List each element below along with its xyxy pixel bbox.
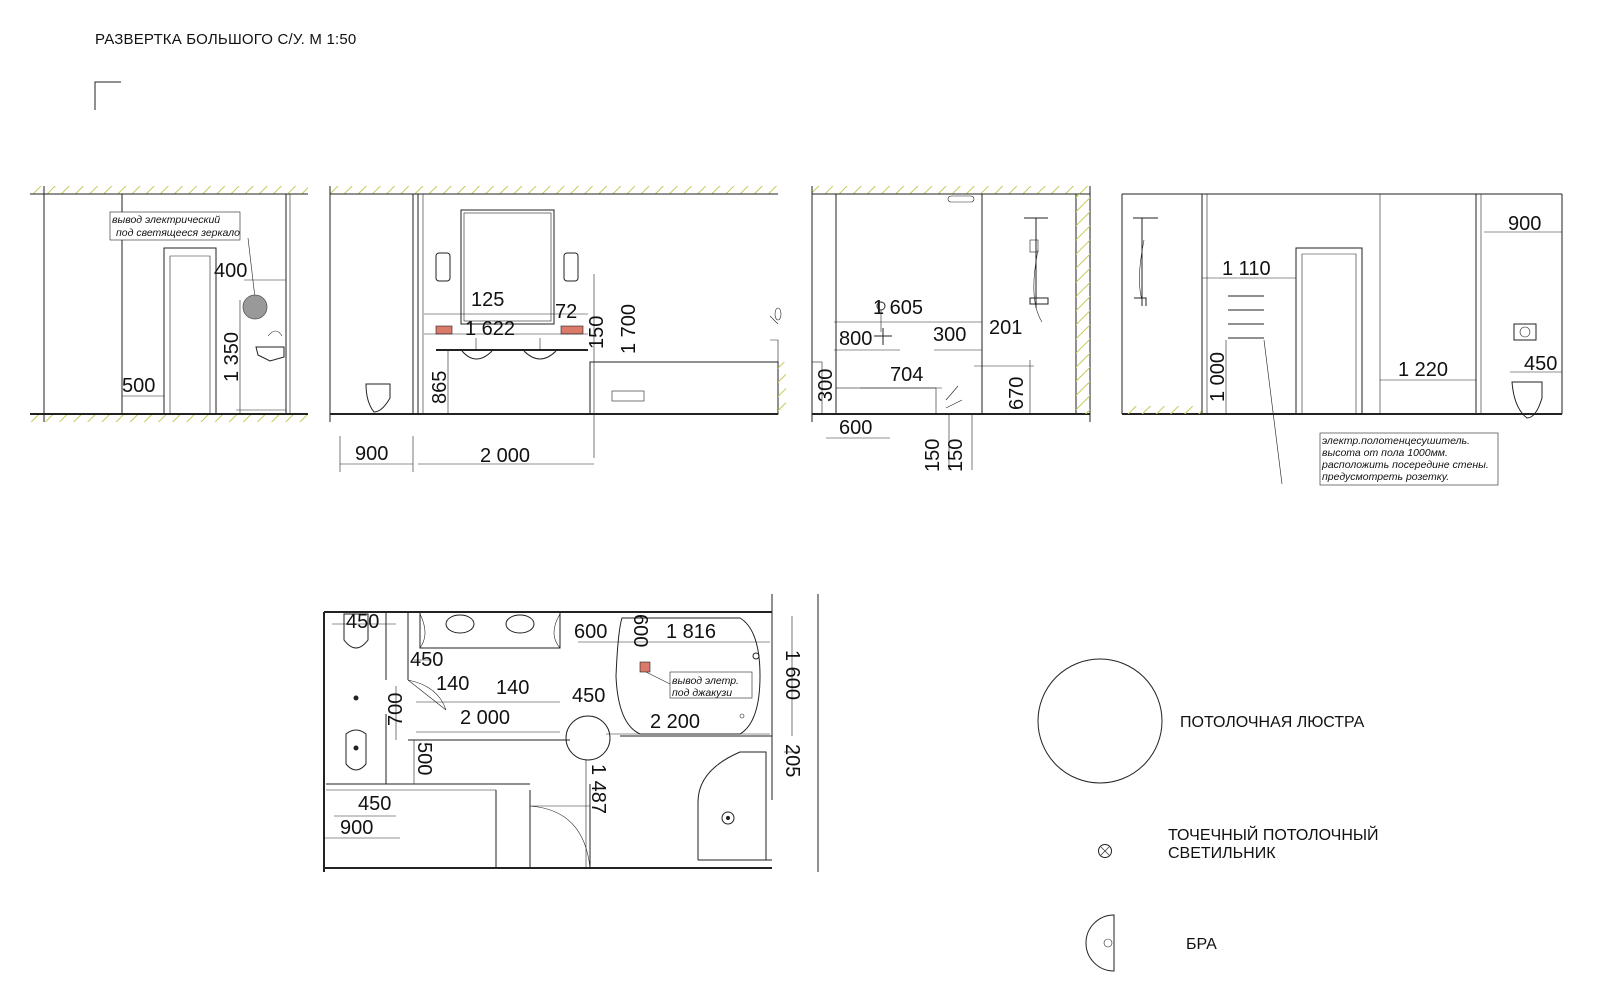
elevation-4: 900 1 110 1 000 1 220 450 электр.полотен… — [1121, 193, 1563, 486]
elevation4-note-line1: электр.полотенцесушитель. — [1322, 435, 1470, 447]
plan-note-line2: под джакузи — [672, 687, 732, 699]
elevation3-dim-670: 670 — [1006, 377, 1028, 410]
elevation3-dim-704: 704 — [890, 364, 923, 386]
plan-dim-450c: 450 — [572, 685, 605, 707]
flush-button-icon — [1513, 323, 1537, 341]
shower-tray-plan — [697, 751, 767, 860]
floor-plan: вывод элетр. под джакузи 450 450 140 140… — [323, 594, 819, 872]
plan-dim-450d: 450 — [358, 793, 391, 815]
elevation3-dim-800: 800 — [839, 328, 872, 350]
plan-dim-900: 900 — [340, 817, 373, 839]
legend-spot-label-line2: СВЕТИЛЬНИК — [1168, 845, 1276, 862]
elevation2-dim-865: 865 — [429, 371, 451, 404]
plan-dim-450a: 450 — [346, 611, 379, 633]
plan-dim-140b: 140 — [496, 677, 529, 699]
plan-dim-2000: 2 000 — [460, 707, 510, 729]
legend: ПОТОЛОЧНАЯ ЛЮСТРА ТОЧЕЧНЫЙ ПОТОЛОЧНЫЙ СВ… — [1037, 658, 1379, 972]
plan-dim-2200: 2 200 — [650, 711, 700, 733]
elevation2-dim-150: 150 — [586, 316, 608, 349]
elevation3-dim-600: 600 — [839, 417, 872, 439]
plan-dim-1600: 1 600 — [781, 650, 803, 700]
legend-sconce-label: БРА — [1186, 936, 1217, 953]
sconce-right-icon — [563, 252, 579, 282]
elevation2-dim-125: 125 — [471, 289, 504, 311]
toilet-plan-icon — [345, 729, 367, 771]
socket-left-icon — [435, 325, 453, 335]
plan-dim-700: 700 — [385, 693, 407, 726]
plan-dim-1487: 1 487 — [587, 764, 609, 814]
elevation2-dim-2000: 2 000 — [480, 445, 530, 467]
elevation3-dim-150b: 150 — [945, 439, 967, 472]
elevation2-dim-900: 900 — [355, 443, 388, 465]
elevation4-note-line2: высота от пола 1000мм. — [1322, 447, 1448, 459]
elevation3-dim-201: 201 — [989, 317, 1022, 339]
toilet-elevation-icon — [365, 383, 391, 413]
elevation-3: 1 605 800 300 201 704 300 670 600 150 15… — [811, 186, 1091, 472]
elevation4-dim-1220: 1 220 — [1398, 359, 1448, 381]
plan-dim-600a: 600 — [574, 621, 607, 643]
bath-mixer-icon — [874, 328, 892, 345]
elevation1-note-line2: под светящееся зеркало — [116, 227, 240, 239]
chandelier-icon — [1037, 658, 1163, 784]
elevation4-note-line3: расположить посередине стены. — [1321, 459, 1489, 471]
socket-right-icon — [560, 325, 584, 335]
elevation4-dim-1000: 1 000 — [1207, 352, 1229, 402]
elevation2-dim-1622: 1 622 — [465, 318, 515, 340]
elevation1-note-line1: вывод электрический — [112, 214, 220, 226]
elevation4-dim-1110: 1 110 — [1222, 258, 1271, 280]
elevation4-dim-900: 900 — [1508, 213, 1541, 235]
mirror-icon — [460, 209, 555, 325]
shower-elevation-icon — [1134, 297, 1147, 306]
plan-dim-1816: 1 816 — [666, 621, 716, 643]
vanity-plan — [419, 611, 561, 649]
elevation4-dim-450: 450 — [1524, 353, 1557, 375]
elevation3-dim-300: 300 — [933, 324, 966, 346]
drawing-title: РАЗВЕРТКА БОЛЬШОГО С/У. М 1:50 — [95, 31, 357, 48]
elevation3-dim-300b: 300 — [815, 369, 837, 402]
corner-mark — [94, 81, 121, 110]
elevation2-dim-72: 72 — [555, 301, 577, 323]
jacuzzi-socket-icon — [639, 661, 651, 673]
elevation1-dim-1350: 1 350 — [221, 332, 243, 382]
plan-note-line1: вывод элетр. — [672, 675, 739, 687]
plan-dim-205: 205 — [781, 744, 803, 777]
elevation3-dim-150a: 150 — [922, 439, 944, 472]
legend-chandelier-label: ПОТОЛОЧНАЯ ЛЮСТРА — [1180, 714, 1365, 731]
bathtub-elevation — [589, 361, 779, 415]
washbasin-side-icon — [255, 346, 285, 362]
plan-dim-500: 500 — [413, 742, 435, 775]
spot-light-legend-icon — [1098, 844, 1112, 858]
plan-dim-600b: 600 — [629, 614, 651, 647]
elevation-1: вывод электрический под светящееся зерка… — [30, 186, 308, 422]
elevation1-dim-400: 400 — [214, 260, 247, 282]
elevation3-dim-1605: 1 605 — [873, 297, 923, 319]
toilet-elevation-icon-2 — [1511, 381, 1543, 419]
legend-spot-label-line1: ТОЧЕЧНЫЙ ПОТОЛОЧНЫЙ — [1168, 825, 1379, 844]
door-swing-1 — [407, 679, 447, 711]
chandelier-plan-icon — [565, 715, 611, 761]
bidet-icon — [343, 613, 369, 649]
elevation4-note-line4: предусмотреть розетку. — [1322, 471, 1449, 483]
elevation2-dim-1700: 1 700 — [618, 304, 640, 354]
towel-rail-icon — [1228, 295, 1264, 339]
round-mirror-icon — [242, 294, 268, 320]
elevation-2: 125 72 1 622 150 1 700 865 900 2 000 — [329, 186, 786, 472]
shower-mixer-icon — [1029, 297, 1049, 305]
plan-dim-140a: 140 — [436, 673, 469, 695]
door-swing-2 — [529, 805, 591, 869]
sconce-left-icon — [435, 252, 451, 282]
spot-light-icon — [353, 695, 359, 701]
elevation1-dim-500: 500 — [122, 375, 155, 397]
sconce-legend-icon — [1085, 914, 1115, 972]
plan-dim-450b: 450 — [410, 649, 443, 671]
